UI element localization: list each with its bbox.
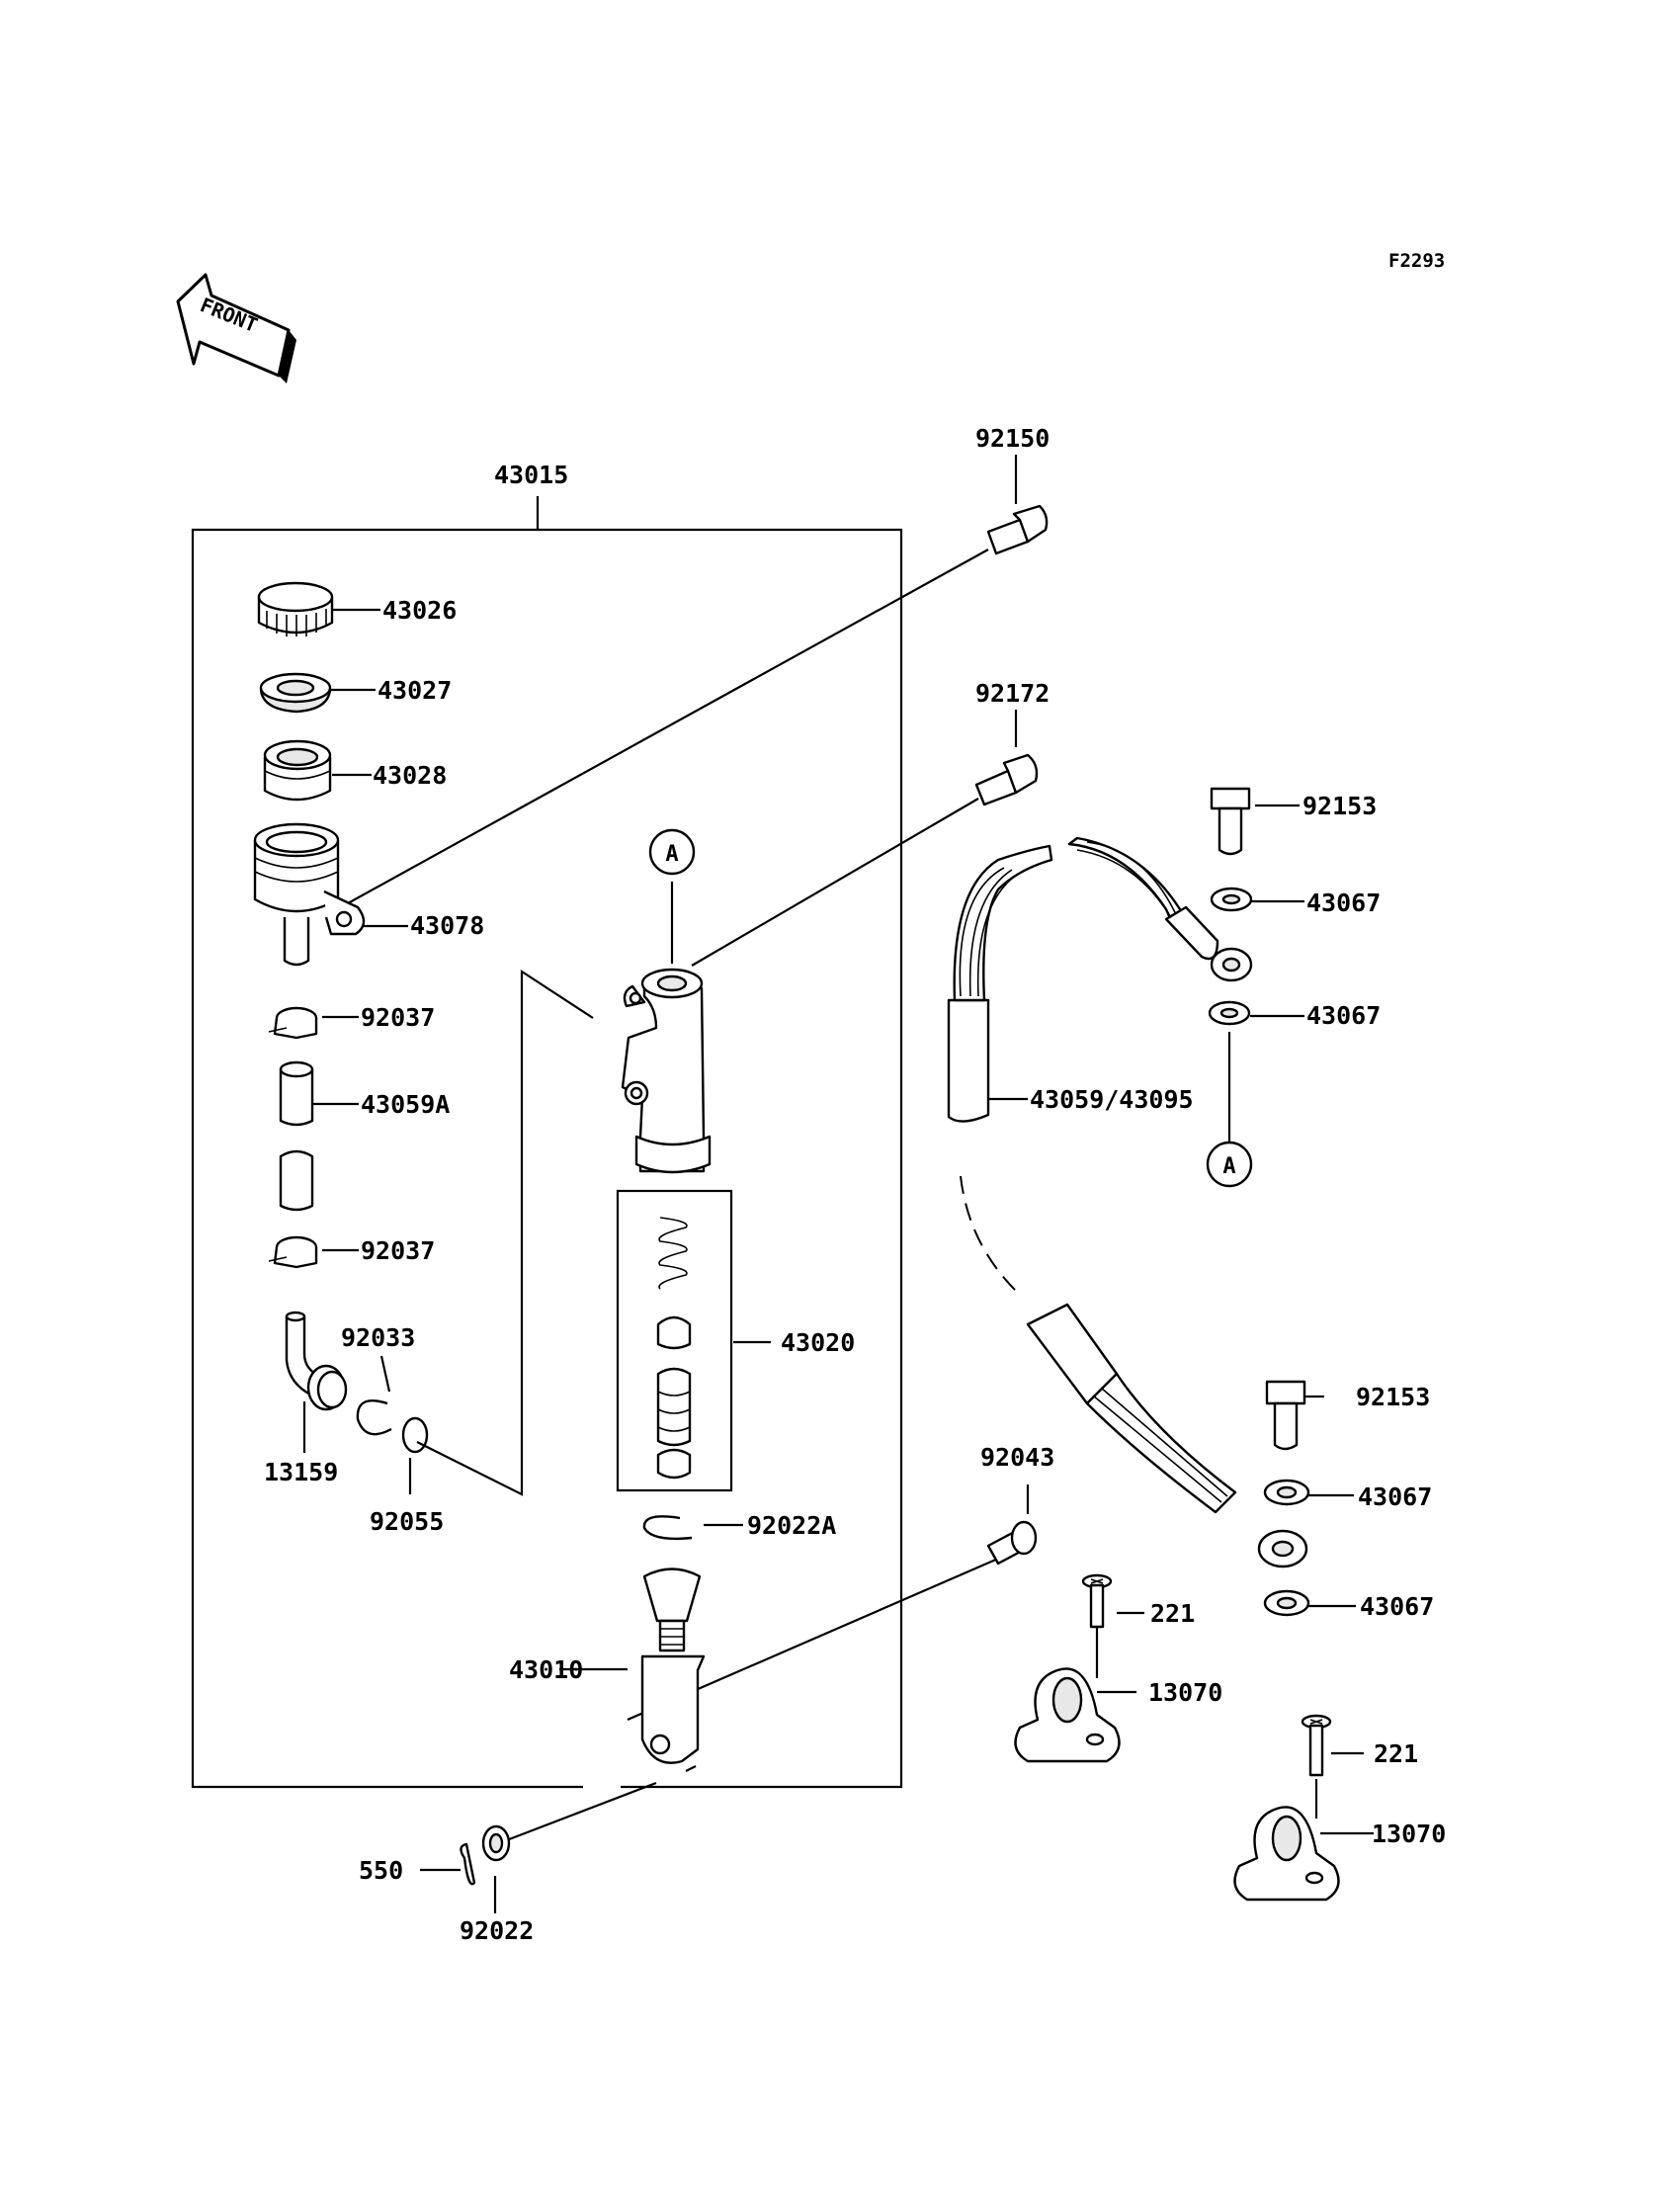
hose-43059a <box>279 1060 314 1212</box>
part-label-43059-43095: 43059/43095 <box>1030 1085 1194 1114</box>
part-label-92022a: 92022A <box>747 1511 836 1540</box>
reference-marker-a-right: A <box>1206 1141 1253 1188</box>
figure-code: F2293 <box>1388 250 1445 272</box>
part-label-43067-a: 43067 <box>1306 889 1381 917</box>
master-cylinder-body <box>621 968 712 1174</box>
part-label-43026: 43026 <box>382 596 457 625</box>
reservoir-43078 <box>253 822 366 967</box>
part-label-92150: 92150 <box>975 424 1050 453</box>
part-label-43067-d: 43067 <box>1360 1592 1434 1621</box>
circlip-92033 <box>356 1399 392 1436</box>
part-label-43010: 43010 <box>509 1655 583 1684</box>
piston-kit-43020 <box>616 1189 733 1492</box>
washer-43067-a <box>1210 887 1253 912</box>
bolt-92150 <box>986 504 1049 555</box>
elbow-fitting-13159 <box>285 1311 348 1411</box>
hose-clamp-92037-a <box>268 1006 318 1040</box>
banjo-bolt-92153-top <box>1210 787 1251 856</box>
part-label-13070-b: 13070 <box>1372 1820 1446 1848</box>
part-label-92043: 92043 <box>980 1443 1054 1472</box>
bolt-92172 <box>974 753 1039 806</box>
o-ring-92055 <box>401 1416 429 1454</box>
screw-221-a <box>1081 1573 1113 1629</box>
part-label-92055: 92055 <box>370 1507 444 1536</box>
washer-43067-b <box>1208 1000 1251 1026</box>
washer-92022 <box>481 1824 511 1862</box>
part-label-92153-top: 92153 <box>1302 792 1377 820</box>
part-label-13070-a: 13070 <box>1148 1678 1222 1707</box>
reference-marker-a-right-label: A <box>1222 1154 1235 1179</box>
pin-92043 <box>986 1520 1038 1566</box>
circlip-92022a <box>642 1515 693 1541</box>
front-arrow-icon: FRONT <box>176 273 296 383</box>
diaphragm-plate-43027 <box>259 672 332 714</box>
part-label-43027: 43027 <box>378 676 452 705</box>
hose-guide-13070-a <box>1014 1667 1121 1763</box>
screw-221-b <box>1301 1714 1332 1777</box>
reference-marker-a-left: A <box>648 828 696 876</box>
part-label-550: 550 <box>359 1856 403 1885</box>
part-label-92037-b: 92037 <box>361 1236 435 1265</box>
part-label-43067-c: 43067 <box>1358 1482 1432 1511</box>
part-label-92037-a: 92037 <box>361 1003 435 1032</box>
push-rod-43010 <box>640 1567 706 1764</box>
part-label-43020: 43020 <box>781 1328 855 1357</box>
diaphragm-43028 <box>263 739 332 802</box>
part-label-43067-b: 43067 <box>1306 1001 1381 1030</box>
hose-guide-13070-b <box>1233 1806 1340 1902</box>
reference-marker-a-left-label: A <box>665 842 678 867</box>
reservoir-cap-43026 <box>257 581 334 636</box>
part-label-13159: 13159 <box>264 1458 338 1486</box>
part-label-92172: 92172 <box>975 679 1050 708</box>
part-label-92022: 92022 <box>460 1916 534 1945</box>
banjo-bolt-92153-bottom <box>1265 1380 1306 1451</box>
part-label-43078: 43078 <box>410 911 484 940</box>
brake-hose-43059-43095 <box>947 836 1308 1568</box>
part-label-92153-bottom: 92153 <box>1356 1383 1430 1411</box>
part-label-43028: 43028 <box>373 761 447 790</box>
assembly-bracket-43015 <box>191 496 903 1789</box>
part-label-221-b: 221 <box>1374 1739 1418 1768</box>
part-label-221-a: 221 <box>1150 1599 1195 1628</box>
part-label-43059a: 43059A <box>361 1090 450 1119</box>
part-label-92033: 92033 <box>341 1323 415 1352</box>
hose-clamp-92037-b <box>268 1235 318 1269</box>
cotter-pin-550 <box>460 1842 476 1886</box>
washer-43067-d <box>1263 1589 1310 1617</box>
washer-43067-c <box>1263 1479 1310 1506</box>
part-label-43015: 43015 <box>494 461 568 489</box>
